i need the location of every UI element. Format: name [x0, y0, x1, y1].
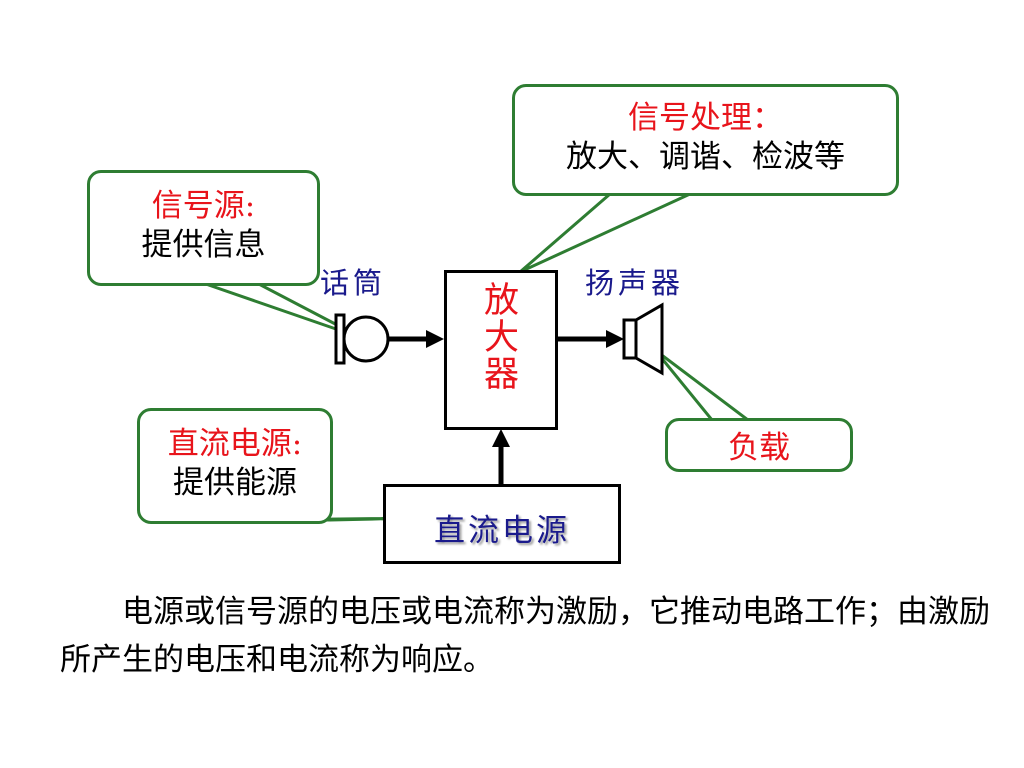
dc-power-callout: 直流电源: 提供能源: [137, 408, 333, 524]
signal-source-callout: 信号源: 提供信息: [87, 170, 320, 286]
signal-processing-callout: 信号处理： 放大、调谐、检波等: [512, 84, 899, 196]
signal-source-body: 提供信息: [141, 226, 266, 263]
speaker-label: 扬声器: [585, 266, 685, 300]
load-callout: 负载: [665, 418, 853, 472]
signal-processing-title: 信号处理：: [628, 100, 783, 136]
load-label: 负载: [728, 430, 790, 466]
dc-power-title: 直流电源:: [167, 426, 303, 462]
dc-supply-block: 直流电源: [383, 484, 621, 564]
input-arrow: [389, 330, 444, 348]
output-arrow: [558, 330, 624, 348]
microphone-label: 话筒: [320, 266, 387, 300]
microphone-icon: [334, 313, 390, 365]
speaker-icon: [622, 302, 664, 376]
dc-supply-label: 直流电源: [434, 513, 570, 549]
amplifier-label: 放大器: [478, 281, 518, 392]
dc-power-body: 提供能源: [173, 464, 297, 501]
signal-source-title: 信号源:: [151, 188, 256, 224]
amplifier-block: 放大器: [444, 270, 558, 430]
load-pointer: [653, 348, 753, 422]
definition-paragraph: 电源或信号源的电压或电流称为激励，它推动电路工作；由激励所产生的电压和电流称为响…: [60, 594, 990, 678]
signal-processing-body: 放大、调谐、检波等: [566, 138, 845, 175]
power-arrow: [492, 429, 510, 484]
